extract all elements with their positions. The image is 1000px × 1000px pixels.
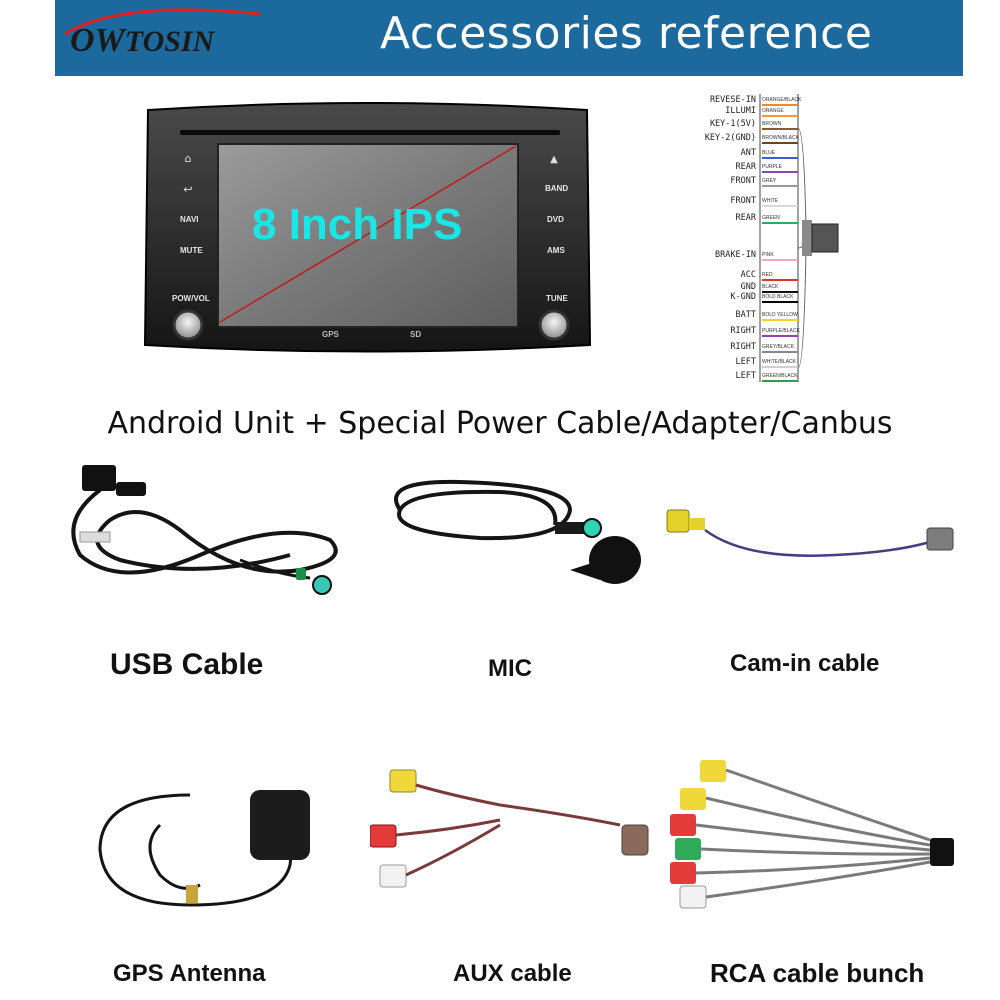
wire-color-name: GREY xyxy=(762,178,777,184)
wire-color-line xyxy=(762,351,798,353)
usb-cable-caption: USB Cable xyxy=(110,648,264,681)
wiring-harness-drawing xyxy=(759,94,839,382)
wire-color-line xyxy=(762,335,798,337)
wire-color-line xyxy=(762,128,798,130)
wire-pin-label: KEY-2(GND) xyxy=(704,133,756,143)
wire-color-line xyxy=(762,301,798,303)
wire-color-line xyxy=(762,259,798,261)
wire-pin-label: REVESE-IN xyxy=(709,95,756,105)
wire-color-name: BROWN xyxy=(762,121,782,127)
wire-color-line xyxy=(762,380,798,382)
ams-button: AMS xyxy=(547,246,565,255)
band-button: BAND xyxy=(545,184,569,193)
wire-color-line xyxy=(762,185,798,187)
wire-color-name: ORANGE/BLACK xyxy=(762,97,802,103)
wire-pin-label: LEFT xyxy=(735,371,756,381)
wire-color-line xyxy=(762,104,798,106)
wire-color-name: BLUE xyxy=(762,150,776,156)
wire-pin-label: ACC xyxy=(740,270,756,280)
wire-color-name: GREY/BLACK xyxy=(762,344,794,350)
tune-button: TUNE xyxy=(546,294,568,303)
header-banner xyxy=(55,0,963,76)
wire-color-line xyxy=(762,142,798,144)
wire-color-name: BOLD BLACK xyxy=(762,294,794,300)
wire-color-line xyxy=(762,205,798,207)
wire-color-line xyxy=(762,291,798,293)
wire-color-line xyxy=(762,157,798,159)
svg-text:↩: ↩ xyxy=(183,183,192,196)
wire-color-name: WHITE/BLACK xyxy=(762,359,796,365)
wire-color-name: PURPLE/BLACK xyxy=(762,328,800,334)
wire-color-name: GREEN/BLACK xyxy=(762,373,798,379)
mute-button: MUTE xyxy=(180,246,203,255)
wire-color-line xyxy=(762,171,798,173)
aux-cable-image xyxy=(370,769,649,888)
cam-in-cable-image xyxy=(666,509,954,557)
pow-vol-button: POW/VOL xyxy=(172,294,210,303)
usb-cable-image xyxy=(71,465,338,595)
brand-logo: OWTOSIN xyxy=(70,22,214,60)
dvd-button: DVD xyxy=(547,215,564,224)
wire-pin-label: REAR xyxy=(735,162,756,172)
android-head-unit-image: ⌂ ↩ ▲ xyxy=(143,102,592,353)
brand-suffix: TOSIN xyxy=(124,25,215,58)
wire-color-line xyxy=(762,279,798,281)
wire-color-line xyxy=(762,115,798,117)
wire-pin-label: ILLUMI xyxy=(725,106,756,116)
brand-prefix: OW xyxy=(70,22,125,59)
wire-color-name: PURPLE xyxy=(762,164,783,170)
wire-pin-label: RIGHT xyxy=(730,342,756,352)
wire-pin-label: KEY-1(5V) xyxy=(709,119,756,129)
wire-pin-label: BATT xyxy=(735,310,756,320)
mic-image xyxy=(394,479,641,584)
wire-pin-label: FRONT xyxy=(730,196,756,206)
wire-color-name: PINK xyxy=(762,252,774,258)
wire-color-line xyxy=(762,222,798,224)
wire-pin-label: ANT xyxy=(740,148,756,158)
wire-color-name: BROWN/BLACK xyxy=(762,135,799,141)
cam-in-cable-caption: Cam-in cable xyxy=(730,650,880,677)
wire-pin-label: FRONT xyxy=(730,176,756,186)
wire-color-line xyxy=(762,366,798,368)
wire-pin-label: LEFT xyxy=(735,357,756,367)
wire-pin-label: BRAKE-IN xyxy=(715,250,756,260)
screen-size-label: 8 Inch IPS xyxy=(252,200,463,249)
sd-slot-label: SD xyxy=(410,330,422,339)
gps-slot-label: GPS xyxy=(322,330,339,339)
gps-antenna-caption: GPS Antenna xyxy=(113,960,266,987)
wire-color-name: BLACK xyxy=(762,284,779,290)
wire-color-name: RED xyxy=(762,272,773,278)
wire-pin-label: REAR xyxy=(735,213,756,223)
aux-cable-caption: AUX cable xyxy=(453,960,572,987)
page-title: Accessories reference xyxy=(380,8,873,59)
package-subtitle: Android Unit + Special Power Cable/Adapt… xyxy=(107,406,893,441)
wire-color-line xyxy=(762,319,798,321)
svg-text:⌂: ⌂ xyxy=(185,152,192,165)
wire-pin-label: K-GND xyxy=(730,292,756,302)
rca-cable-bunch-caption: RCA cable bunch xyxy=(710,958,925,988)
wire-color-name: ORANGE xyxy=(762,108,784,114)
rca-cable-bunch-image xyxy=(670,760,954,909)
navi-button: NAVI xyxy=(180,215,199,224)
logo-swoosh-icon xyxy=(64,8,261,36)
wire-color-name: WHITE xyxy=(762,198,779,204)
wire-color-name: BOLD YELLOW xyxy=(762,312,798,318)
wire-pin-label: RIGHT xyxy=(730,326,756,336)
svg-text:▲: ▲ xyxy=(550,154,558,165)
mic-caption: MIC xyxy=(488,655,532,682)
gps-antenna-image xyxy=(98,790,310,907)
wire-pin-label: GND xyxy=(740,282,756,292)
wire-color-name: GREEN xyxy=(762,215,780,221)
